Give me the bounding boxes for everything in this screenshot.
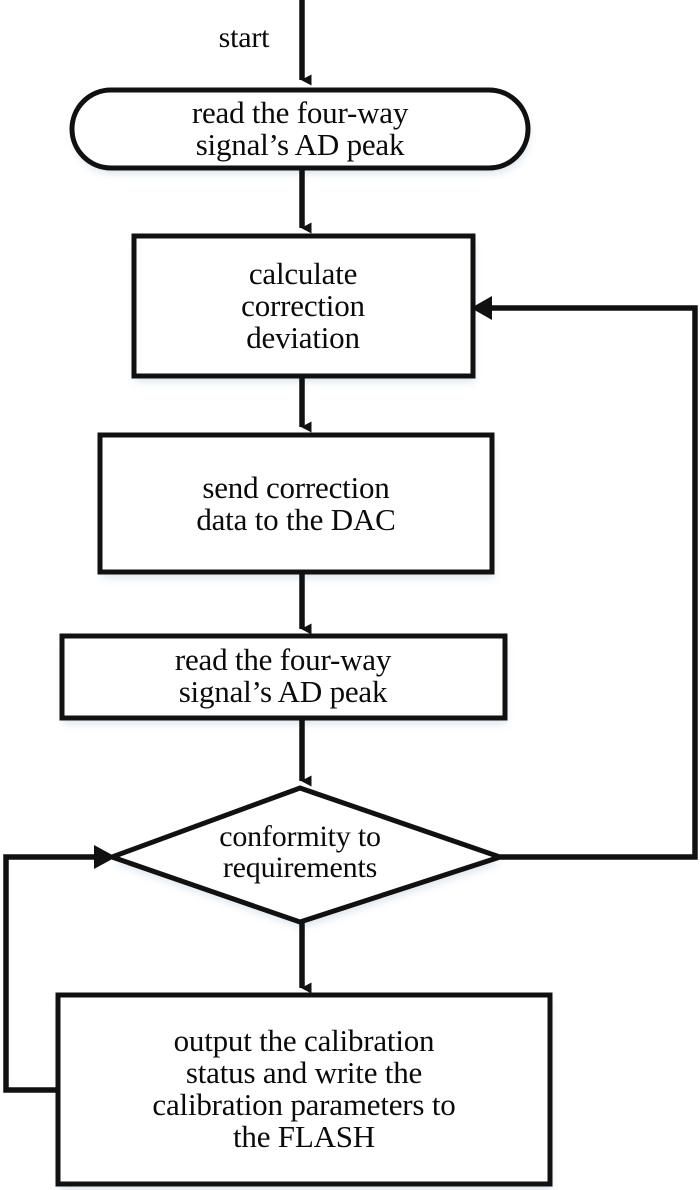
node-shape-layer [55,87,553,1187]
arrowhead-into-calculate [471,296,492,320]
node-conformity-decision-shape[interactable] [104,785,508,925]
node-output-flash-shape[interactable] [55,992,553,1187]
node-read-peak-1-shape[interactable] [69,87,531,171]
node-calculate-deviation-shape[interactable] [131,233,476,379]
edge-decision-to-calc-feedback [487,305,698,860]
feedback-arrowheads [94,296,492,869]
node-send-dac-shape[interactable] [97,432,495,575]
edge-output-to-decision-feedback [3,854,100,1093]
node-read-peak-2-shape[interactable] [59,633,508,721]
connector-layer [3,0,698,1093]
